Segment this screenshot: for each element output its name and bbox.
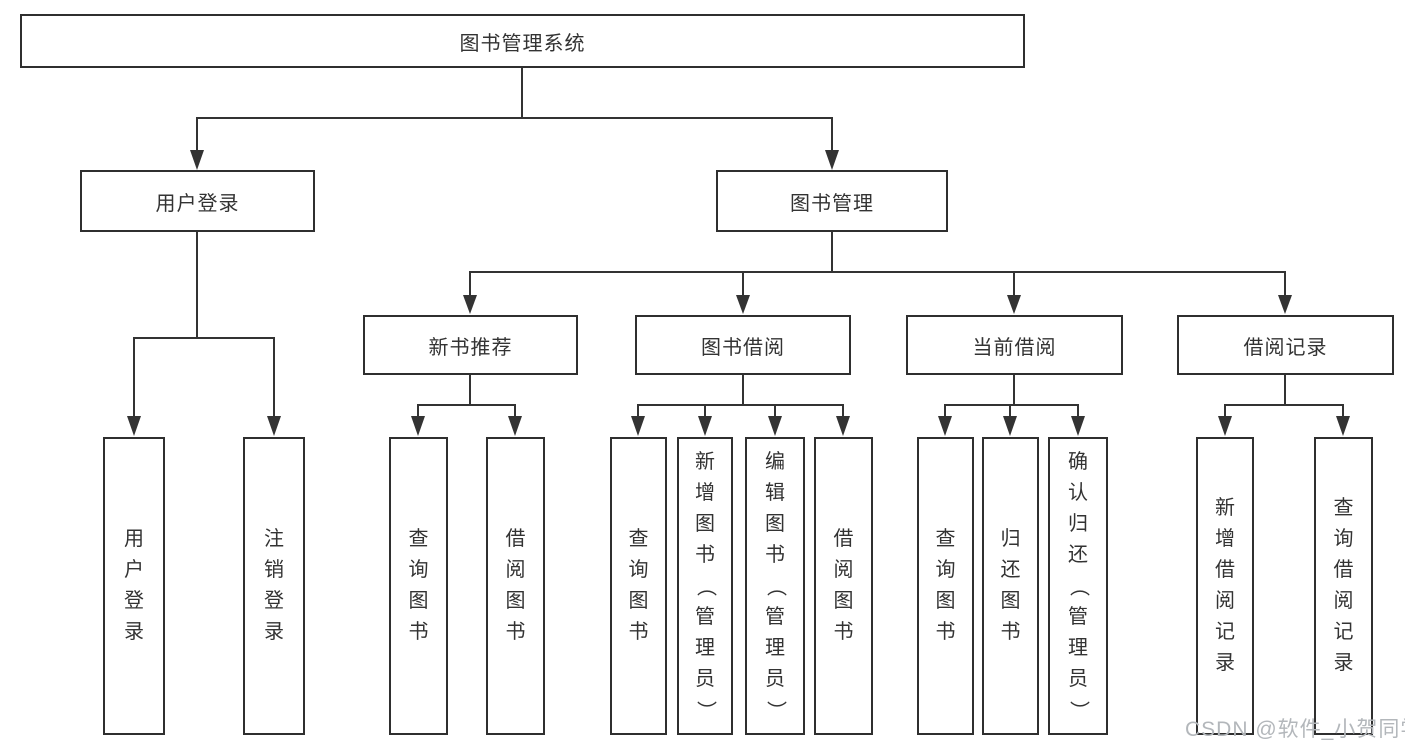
leaf-confirm-return-admin: 确认归还（管理员）	[1048, 437, 1108, 735]
leaf-query-books-1: 查询图书	[389, 437, 448, 735]
leaf-logout: 注销登录	[243, 437, 305, 735]
csdn-watermark: CSDN @软件_小贺同学	[1185, 718, 1405, 741]
leaf-add-borrow-record: 新增借阅记录	[1196, 437, 1254, 735]
arrowheads	[127, 150, 1350, 436]
leaf-query-borrow-record: 查询借阅记录	[1314, 437, 1373, 735]
leaf-borrow-books-1: 借阅图书	[486, 437, 545, 735]
leaf-user-login: 用户登录	[103, 437, 165, 735]
leaf-edit-books-admin: 编辑图书（管理员）	[745, 437, 805, 735]
leaf-query-books-2: 查询图书	[610, 437, 667, 735]
node-book-management: 图书管理	[716, 170, 948, 232]
leaf-query-books-3: 查询图书	[917, 437, 974, 735]
leaf-borrow-books-2: 借阅图书	[814, 437, 873, 735]
node-current-borrow: 当前借阅	[906, 315, 1123, 375]
node-book-borrow: 图书借阅	[635, 315, 851, 375]
node-root-system: 图书管理系统	[20, 14, 1025, 68]
node-new-book-recommend: 新书推荐	[363, 315, 578, 375]
leaf-return-books: 归还图书	[982, 437, 1039, 735]
node-borrow-record: 借阅记录	[1177, 315, 1394, 375]
leaf-add-books-admin: 新增图书（管理员）	[677, 437, 733, 735]
node-user-login: 用户登录	[80, 170, 315, 232]
